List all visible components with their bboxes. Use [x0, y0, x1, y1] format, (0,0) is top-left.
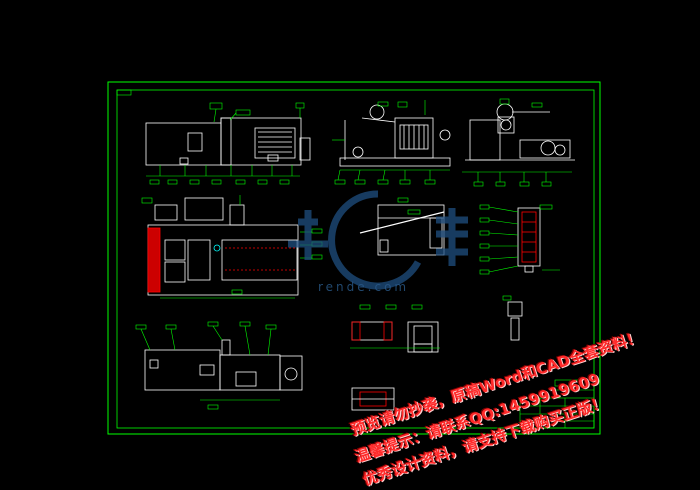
title-block [519, 379, 595, 429]
view-bottom-part [351, 387, 395, 411]
view-lower-middle-leaders [350, 295, 512, 349]
corner-tag [116, 89, 132, 96]
view-plan [147, 197, 299, 296]
view-right-leaders [479, 204, 560, 275]
view-lower-middle-sections [351, 301, 523, 353]
view-front-elevation [145, 117, 311, 166]
view-top-middle [339, 104, 451, 167]
watermark-logo [288, 190, 468, 290]
view-top-middle-leaders [332, 100, 450, 185]
outer-border [107, 81, 601, 435]
inner-border [116, 89, 595, 429]
view-side-elevation [144, 339, 303, 391]
view-top-right [465, 103, 575, 161]
view-top-right-leaders [462, 98, 572, 187]
view-right-detail [517, 207, 541, 273]
watermark-logo-mark [288, 190, 468, 290]
view-front-leaders [146, 102, 305, 185]
view-center-leaders [397, 197, 421, 215]
view-side-leaders [135, 321, 280, 410]
watermark-logo-text: rende.com [318, 280, 410, 294]
